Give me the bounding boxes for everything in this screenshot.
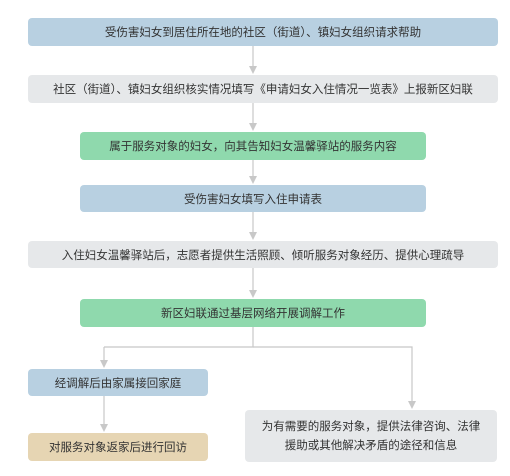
flow-step-follow-up: 对服务对象返家后进行回访 xyxy=(28,433,208,461)
flow-step-fill-application: 受伤害妇女填写入住申请表 xyxy=(80,185,426,212)
flow-step-request-help: 受伤害妇女到居住所在地的社区（街道）、镇妇女组织请求帮助 xyxy=(28,18,498,46)
flow-step-family-pickup: 经调解后由家属接回家庭 xyxy=(28,369,208,396)
connector-s6-branch xyxy=(104,327,254,348)
flow-step-mediation: 新区妇联通过基层网络开展调解工作 xyxy=(80,299,426,327)
flow-step-verify-report: 社区（街道）、镇妇女组织核实情况填写《申请妇女入住情况一览表》上报新区妇联 xyxy=(28,75,498,103)
flow-step-volunteer-care: 入住妇女温馨驿站后，志愿者提供生活照顾、倾听服务对象经历、提供心理疏导 xyxy=(28,241,498,268)
flow-step-legal-aid: 为有需要的服务对象，提供法律咨询、法律援助或其他解决矛盾的途径和信息 xyxy=(245,410,497,462)
flow-step-inform-service: 属于服务对象的妇女，向其告知妇女温馨驿站的服务内容 xyxy=(80,132,426,160)
connector-s6-s9 xyxy=(253,346,416,409)
